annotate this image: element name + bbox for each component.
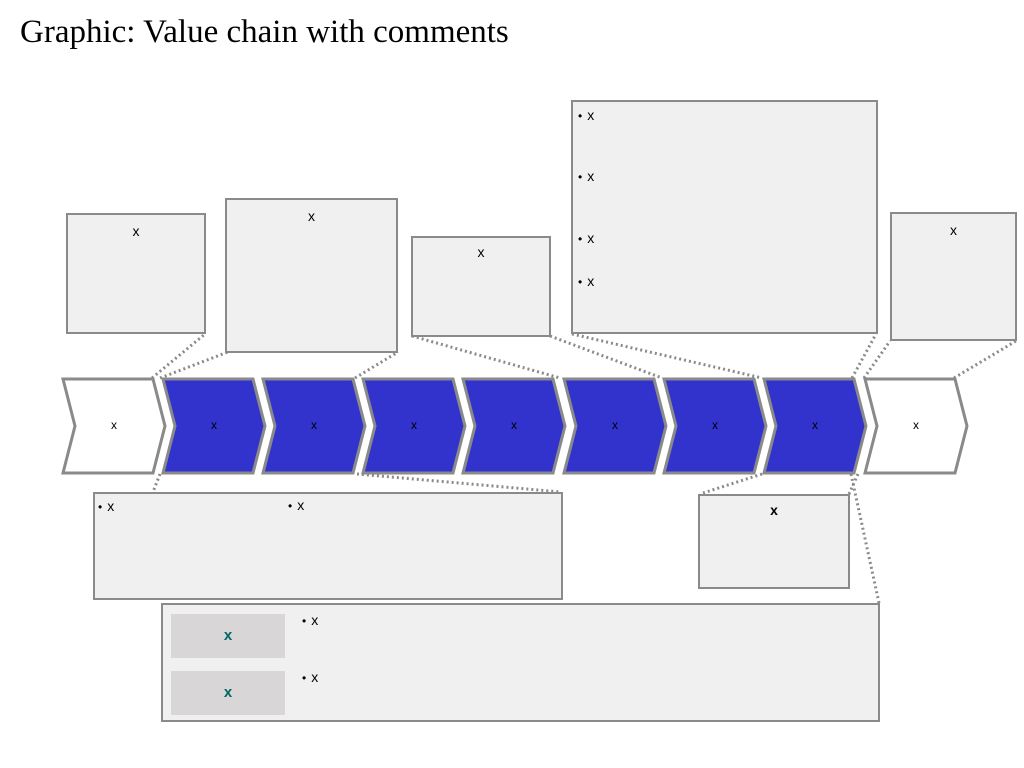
- page-title: Graphic: Value chain with comments: [20, 14, 509, 50]
- detail-tag: x: [171, 671, 285, 715]
- bullet-item: •x: [578, 168, 595, 184]
- chevron-shape: [61, 377, 167, 475]
- chain-step-3: x: [261, 377, 367, 475]
- comment-box-top-2: x: [225, 198, 398, 353]
- bullet-item: •x: [578, 230, 595, 246]
- chevron-shape: [662, 377, 768, 475]
- chevron-shape: [461, 377, 567, 475]
- comment-box-top-5: x: [890, 212, 1017, 341]
- chain-step-label: x: [913, 418, 919, 432]
- comment-text: x: [770, 502, 778, 518]
- chain-step-label: x: [111, 418, 117, 432]
- chevron-shape: [562, 377, 668, 475]
- comment-text: x: [477, 244, 485, 260]
- chain-step-4: x: [361, 377, 467, 475]
- comment-box-top-4: •x •x •x •x: [571, 100, 878, 334]
- comment-box-top-1: x: [66, 213, 206, 334]
- bullet-item: •x: [302, 612, 319, 628]
- chain-step-1: x: [61, 377, 167, 475]
- comment-box-top-3: x: [411, 236, 551, 337]
- comment-text: x: [308, 208, 315, 224]
- comment-text: x: [950, 222, 957, 238]
- chain-step-2: x: [161, 377, 267, 475]
- chain-step-label: x: [511, 418, 517, 432]
- chain-step-label: x: [411, 418, 417, 432]
- chain-step-label: x: [712, 418, 718, 432]
- comment-box-bottom-detail: x •x x •x: [161, 603, 880, 722]
- chevron-shape: [161, 377, 267, 475]
- chain-step-7: x: [662, 377, 768, 475]
- chevron-shape: [863, 377, 969, 475]
- chain-step-label: x: [612, 418, 618, 432]
- chain-step-5: x: [461, 377, 567, 475]
- comment-text: x: [132, 223, 140, 239]
- bullet-item: •x: [98, 498, 115, 514]
- chevron-shape: [261, 377, 367, 475]
- comment-box-bottom-small: x: [698, 494, 850, 589]
- chain-step-label: x: [311, 418, 317, 432]
- chain-step-label: x: [812, 418, 818, 432]
- comment-box-bottom-wide: •x •x: [93, 492, 563, 600]
- chain-step-8: x: [762, 377, 868, 475]
- chain-step-9: x: [863, 377, 969, 475]
- bullet-item: •x: [578, 273, 595, 289]
- bullet-item: •x: [288, 497, 305, 513]
- chain-step-label: x: [211, 418, 217, 432]
- bullet-item: •x: [578, 107, 595, 123]
- chevron-shape: [361, 377, 467, 475]
- bullet-item: •x: [302, 669, 319, 685]
- detail-tag: x: [171, 614, 285, 658]
- chain-step-6: x: [562, 377, 668, 475]
- chevron-shape: [762, 377, 868, 475]
